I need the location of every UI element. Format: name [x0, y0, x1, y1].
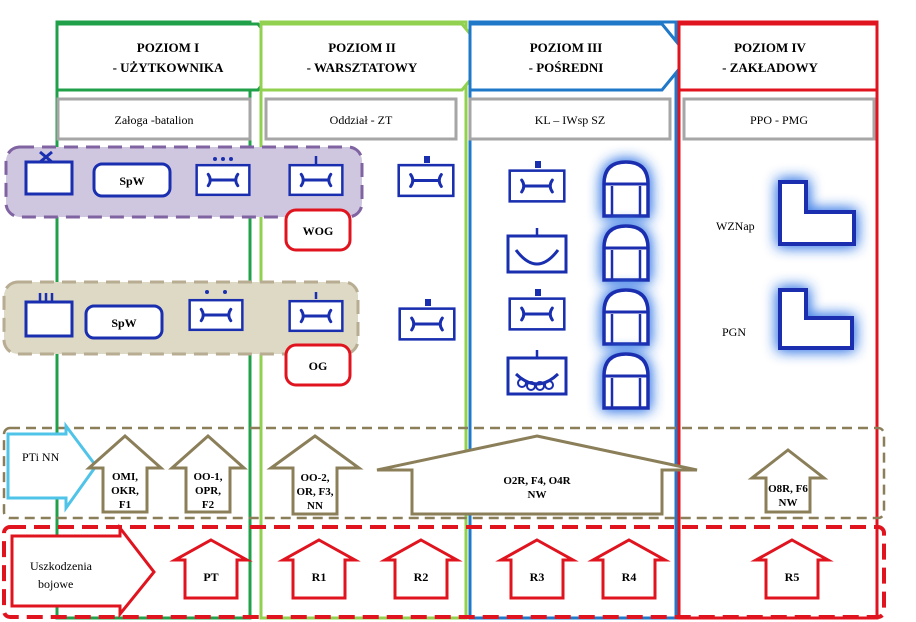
unit-box-level-3: [468, 97, 672, 141]
workshop-vehicle-icon: [288, 156, 344, 197]
facility-l-shape-icon: [778, 180, 856, 246]
level-3-title: POZIOM III: [530, 40, 603, 55]
wog-box: [284, 208, 352, 252]
tracked-vehicle-icon: [506, 350, 568, 396]
service-arrow-label: OPR,: [195, 485, 221, 497]
service-arrow: [747, 448, 829, 514]
vehicle-antenna-icon: [24, 150, 74, 196]
damage-input-arrow: [10, 523, 156, 619]
damage-label-line-1: Uszkodzenia: [30, 559, 93, 573]
level-1-header: [55, 22, 287, 92]
wog-label: WOG: [303, 224, 334, 238]
service-arrow-label: O2R, F4, O4R: [503, 475, 571, 487]
level-2-subtitle: - WARSZTATOWY: [307, 60, 418, 75]
wznap-label: WZNap: [716, 219, 755, 233]
service-arrow: [376, 434, 698, 516]
spw-box-row-2: [84, 304, 164, 340]
level-4-header: [677, 22, 879, 92]
service-arrow-label: OO-1,: [193, 471, 222, 483]
repair-arrows: PT R1 R2 R3 R4 R5: [169, 538, 834, 600]
level-2-title: POZIOM II: [328, 40, 396, 55]
pt-nn-input-arrow: [6, 421, 98, 513]
workshop-vehicle-icon: [188, 290, 244, 332]
repair-arrow: [277, 538, 361, 600]
shelter-icon: [602, 352, 650, 410]
repair-arrow-label: PT: [203, 570, 218, 584]
workshop-vehicle-icon: [508, 289, 566, 331]
workshop-vehicle-icon: [288, 292, 344, 333]
shelter-icon: [602, 224, 650, 282]
repair-arrow: [750, 538, 834, 600]
unit-label-level-1: Załoga -batalion: [115, 113, 194, 127]
service-arrow-label: OMI,: [112, 471, 138, 483]
service-arrow-label: F1: [119, 499, 131, 511]
level-4-title: POZIOM IV: [734, 40, 806, 55]
unit-label-level-2: Oddział - ZT: [330, 113, 393, 127]
pt-nn-label: PTi NN: [22, 450, 60, 464]
service-arrow: [168, 433, 248, 514]
unit-box-level-1: [56, 97, 252, 141]
repair-arrow-label: R2: [414, 570, 429, 584]
service-arrow: [85, 433, 165, 514]
repair-arrow-label: R4: [622, 570, 637, 584]
repair-arrow-label: R3: [530, 570, 545, 584]
repair-arrow: [379, 538, 463, 600]
vehicle-icon: [24, 293, 74, 338]
level-3-header: [468, 22, 691, 92]
spw-label-row-1: SpW: [119, 174, 144, 188]
unit-label-level-4: PPO - PMG: [750, 113, 808, 127]
service-arrow-label: NN: [307, 500, 323, 512]
level-2-header: [259, 22, 491, 92]
crane-vehicle-icon: [506, 228, 568, 274]
service-arrow: [266, 434, 364, 516]
spw-label-row-2: SpW: [111, 316, 136, 330]
level-1-subtitle: - UŻYTKOWNIKA: [113, 60, 224, 75]
service-arrows: OMI, OKR, F1 OO-1, OPR, F2 OO-2, OR, F3, NN O2R, …: [85, 433, 829, 516]
service-band: [2, 426, 886, 520]
spw-box-row-1: [92, 162, 172, 198]
repair-arrow-label: R1: [312, 570, 327, 584]
workshop-vehicle-icon: [398, 299, 456, 341]
unit-box-level-2: [264, 97, 458, 141]
workshop-vehicle-icon: [508, 161, 566, 203]
facility-l-shape-icon: [778, 288, 854, 350]
repair-arrow: [169, 538, 253, 600]
og-label: OG: [309, 359, 328, 373]
service-arrow-label: OR, F3,: [297, 486, 334, 498]
level-1-title: POZIOM I: [137, 40, 199, 55]
repair-arrow-label: R5: [785, 570, 800, 584]
unit-box-level-4: [682, 97, 876, 141]
level-4-subtitle: - ZAKŁADOWY: [722, 60, 818, 75]
row-1-band: [4, 145, 364, 219]
service-arrow-label: NW: [779, 497, 798, 509]
service-arrow-label: OO-2,: [300, 472, 329, 484]
level-3-column: [468, 20, 678, 620]
level-3-subtitle: - POŚREDNI: [529, 60, 604, 75]
shelter-icon: [602, 288, 650, 346]
service-arrow-label: O8R, F6: [768, 483, 808, 495]
service-arrow-label: OKR,: [111, 485, 139, 497]
unit-label-level-3: KL – IWsp SZ: [535, 113, 606, 127]
workshop-vehicle-icon: [195, 157, 251, 197]
service-arrow-label: F2: [202, 499, 215, 511]
workshop-vehicle-icon: [397, 156, 455, 198]
repair-arrow: [587, 538, 671, 600]
damage-band: [2, 525, 886, 619]
damage-label-line-2: bojowe: [38, 577, 73, 591]
pgn-label: PGN: [722, 325, 746, 339]
repair-arrow: [495, 538, 579, 600]
shelter-icon: [602, 160, 650, 218]
og-box: [284, 343, 352, 387]
service-arrow-label: NW: [528, 489, 547, 501]
